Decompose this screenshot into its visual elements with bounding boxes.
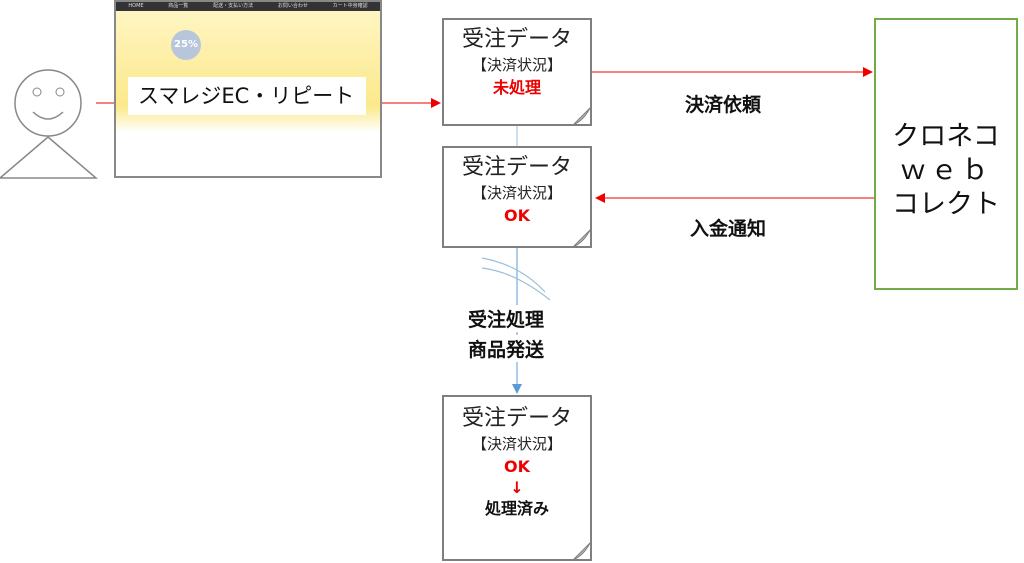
kuroneko-line2: ｗｅｂ	[899, 155, 993, 186]
doc-title: 受注データ	[461, 155, 572, 180]
doc-title: 受注データ	[461, 27, 572, 52]
nav-item: お問い合わせ	[277, 3, 308, 9]
kuroneko-web-collect-box: クロネコ ｗｅｂ コレクト	[874, 18, 1018, 290]
page-fold-icon	[570, 539, 592, 561]
nav-item: カート中身確認	[332, 3, 368, 9]
doc-title: 受注データ	[461, 406, 572, 431]
doc-status: OK	[504, 457, 530, 476]
discount-badge: 25%	[171, 30, 201, 60]
doc-status: 未処理	[492, 78, 541, 97]
website-label: スマレジEC・リピート	[128, 77, 366, 115]
time-break-icon	[481, 257, 551, 301]
process-label-2: 商品発送	[468, 335, 545, 362]
doc-status-label: 【決済状況】	[471, 435, 562, 453]
doc-status-label: 【決済状況】	[471, 56, 562, 74]
down-arrow-icon: ↓	[510, 478, 524, 497]
page-fold-icon	[570, 226, 592, 248]
doc-status: OK	[504, 206, 530, 225]
website-nav: HOME 商品一覧 配送・支払い方法 お問い合わせ カート中身確認	[116, 2, 380, 11]
user-figure-icon	[0, 69, 99, 179]
order-data-unprocessed: 受注データ 【決済状況】 未処理	[442, 18, 592, 126]
order-data-processed: 受注データ 【決済状況】 OK ↓ 処理済み	[442, 395, 592, 561]
website-screenshot: HOME 商品一覧 配送・支払い方法 お問い合わせ カート中身確認 25% スマ…	[114, 0, 382, 178]
doc-final-status: 処理済み	[484, 499, 549, 518]
doc-status-label: 【決済状況】	[471, 184, 562, 202]
payment-request-label: 決済依頼	[685, 94, 762, 116]
nav-item: 配送・支払い方法	[213, 3, 254, 9]
order-data-ok: 受注データ 【決済状況】 OK	[442, 146, 592, 248]
kuroneko-line1: クロネコ	[892, 121, 1000, 152]
page-fold-icon	[570, 104, 592, 126]
payment-notice-label: 入金通知	[690, 218, 767, 240]
nav-item: 商品一覧	[168, 3, 189, 9]
kuroneko-line3: コレクト	[892, 189, 1000, 220]
nav-item: HOME	[128, 3, 144, 9]
process-label-1: 受注処理	[468, 305, 545, 332]
